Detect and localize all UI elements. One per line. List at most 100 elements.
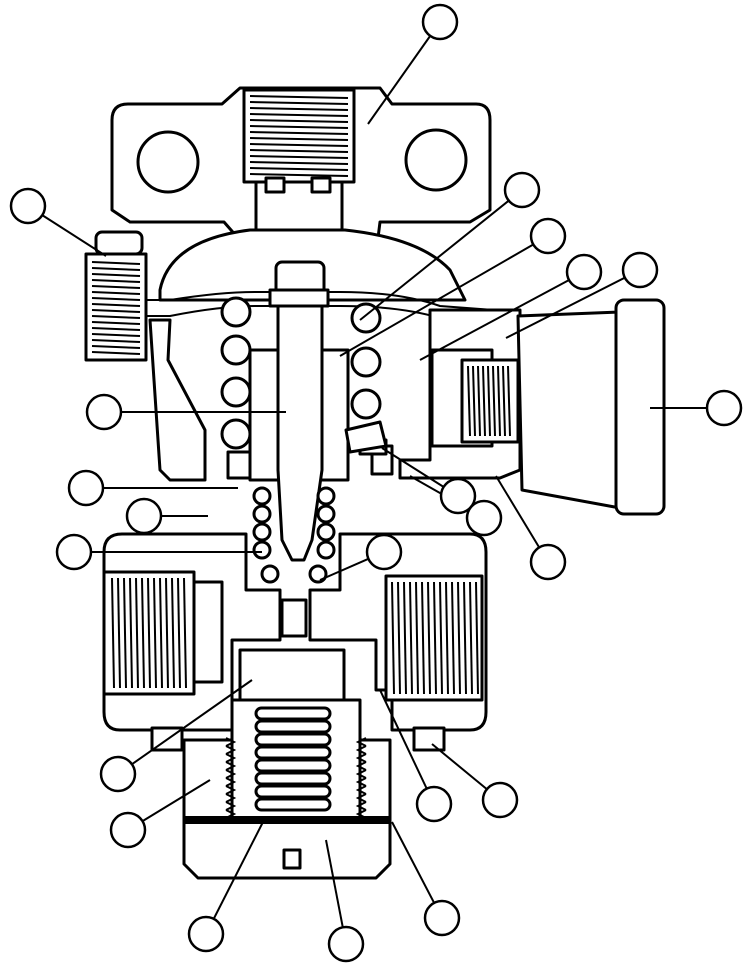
thread-line xyxy=(397,581,401,695)
thread-line xyxy=(391,581,395,695)
leader-line xyxy=(367,21,441,125)
leader-line xyxy=(419,271,585,361)
seal-ball xyxy=(308,564,328,584)
leader-line xyxy=(379,689,435,805)
cap-thread-tooth xyxy=(225,761,237,771)
mounting-hole-left xyxy=(136,130,200,194)
callout-circle xyxy=(481,781,519,819)
thread-line xyxy=(91,291,141,295)
callout-circle xyxy=(9,187,47,225)
thread-line xyxy=(469,581,473,695)
thread-line xyxy=(477,365,481,437)
thread-line xyxy=(159,577,163,689)
thread-line xyxy=(409,581,413,695)
seal-ball xyxy=(316,522,336,542)
callout-circle xyxy=(365,533,403,571)
thread-line xyxy=(421,581,425,695)
callout-circle xyxy=(529,217,567,255)
thread-line xyxy=(475,581,479,695)
thread-line xyxy=(507,365,511,437)
spring-coil-section xyxy=(350,302,382,334)
thread-line xyxy=(487,365,491,437)
thread-line xyxy=(482,365,486,437)
thread-line xyxy=(91,297,141,301)
cap-thread-tooth xyxy=(225,777,237,787)
seal-ball xyxy=(252,504,272,524)
cap-thread-tooth xyxy=(225,785,237,795)
thread-line xyxy=(249,137,349,141)
callout-circle xyxy=(503,171,541,209)
thread-line xyxy=(249,131,349,135)
thread-line xyxy=(403,581,407,695)
thread-line xyxy=(91,351,141,355)
thread-line xyxy=(463,581,467,695)
seal-ball xyxy=(260,564,280,584)
cap-thread-tooth xyxy=(225,769,237,779)
upper-spring xyxy=(220,296,388,454)
thread-line xyxy=(433,581,437,695)
seal-ball xyxy=(316,540,336,560)
thread-line xyxy=(171,577,175,689)
thread-line xyxy=(91,273,141,277)
left-port-thread xyxy=(111,577,187,689)
callout-circle xyxy=(621,251,659,289)
thread-line xyxy=(147,577,151,689)
thread-line xyxy=(249,167,349,171)
mounting-hole-right xyxy=(404,128,468,192)
lower-spring-coil xyxy=(254,706,332,721)
center-stem xyxy=(226,260,394,562)
thread-line xyxy=(91,333,141,337)
right-port-thread xyxy=(391,581,479,695)
thread-line xyxy=(249,143,349,147)
middle-body xyxy=(148,308,522,482)
side-knob xyxy=(516,298,666,516)
cap-thread-tooth xyxy=(355,761,367,771)
callout-circle xyxy=(67,469,105,507)
lower-spring xyxy=(254,706,332,812)
callout-circle xyxy=(187,915,225,953)
thread-line xyxy=(492,365,496,437)
thread-line xyxy=(249,119,349,123)
thread-line xyxy=(249,107,349,111)
spring-coil-section xyxy=(220,376,252,408)
spring-coil-section xyxy=(220,334,252,366)
thread-line xyxy=(249,125,349,129)
spring-coil-section xyxy=(350,346,382,378)
cap-thread-tooth xyxy=(355,793,367,803)
cap-thread-tooth xyxy=(355,753,367,763)
callout-circle xyxy=(423,899,461,937)
seal-balls xyxy=(252,486,336,584)
thread-line xyxy=(153,577,157,689)
thread-line xyxy=(91,339,141,343)
callout-circle xyxy=(99,755,137,793)
lower-spring-coil xyxy=(254,797,332,812)
seal-ball xyxy=(316,504,336,524)
thread-line xyxy=(117,577,121,689)
thread-line xyxy=(91,267,141,271)
thread-line xyxy=(111,577,115,689)
seal-ball xyxy=(252,486,272,506)
seal-ball xyxy=(316,486,336,506)
adjusting-screw-thread xyxy=(91,261,141,355)
thread-line xyxy=(91,321,141,325)
thread-line xyxy=(135,577,139,689)
thread-line xyxy=(249,173,349,177)
cap-thread-tooth xyxy=(355,737,367,747)
cap-thread-tooth xyxy=(225,737,237,747)
thread-line xyxy=(183,577,187,689)
thread-line xyxy=(91,315,141,319)
leader-line xyxy=(505,269,641,339)
leader-line xyxy=(205,819,265,935)
thread-line xyxy=(427,581,431,695)
leader-line xyxy=(359,189,523,321)
thread-line xyxy=(249,161,349,165)
spring-coil-section xyxy=(220,296,252,328)
callout-circles xyxy=(9,3,743,963)
thread-line xyxy=(91,279,141,283)
cap-thread-tooth xyxy=(225,793,237,803)
leader-line xyxy=(117,679,253,775)
seal-ball xyxy=(252,540,272,560)
callout-circle xyxy=(705,389,743,427)
thread-line xyxy=(249,149,349,153)
